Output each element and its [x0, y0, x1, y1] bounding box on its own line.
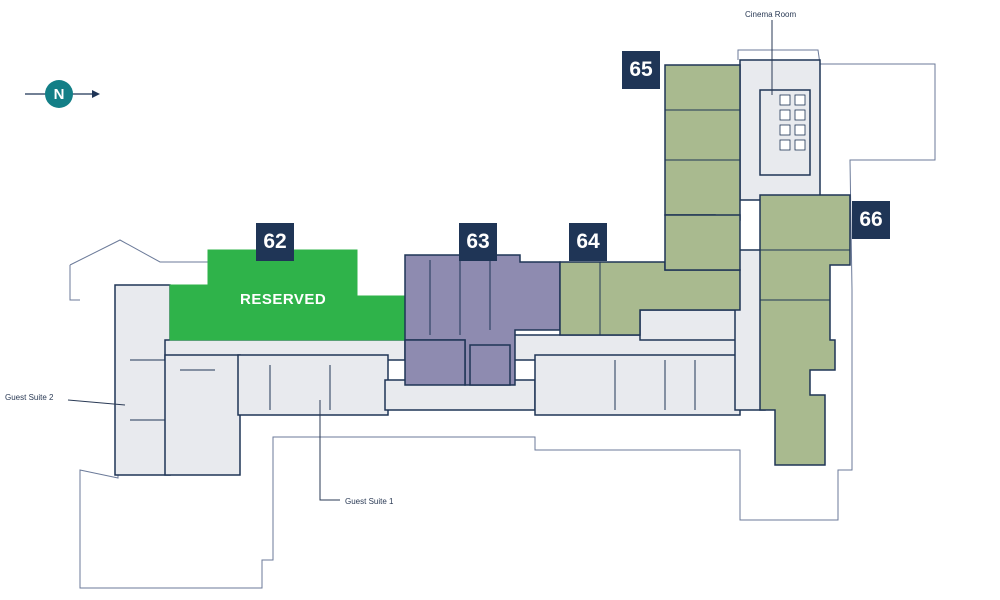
unit-66-label: 66 [859, 208, 883, 231]
unit-66-area[interactable] [759, 194, 851, 466]
callout-lines [67, 20, 773, 501]
reserved-label: RESERVED [240, 291, 327, 308]
cinema-seats [779, 94, 806, 151]
unit-65-badge[interactable]: 65 [622, 51, 660, 89]
unit-64-badge[interactable]: 64 [569, 223, 607, 261]
compass-letter: N [53, 85, 65, 103]
unit-64-label: 64 [576, 230, 600, 253]
interior-walls [130, 109, 850, 421]
unit-65-area[interactable] [664, 64, 741, 271]
cinema-room-callout: Cinema Room [745, 10, 797, 19]
unit-63-badge[interactable]: 63 [459, 223, 497, 261]
unit-63-area[interactable] [404, 254, 561, 386]
guest-suite-1-callout: Guest Suite 1 [345, 497, 394, 506]
guest-suite-2-callout: Guest Suite 2 [5, 393, 54, 402]
unit-62-badge[interactable]: 62 [256, 223, 294, 261]
unit-62-label: 62 [263, 230, 287, 253]
unit-65-label: 65 [629, 58, 653, 81]
unit-63-label: 63 [466, 230, 490, 253]
unit-62-area[interactable] [169, 249, 406, 341]
north-compass-badge: N [45, 80, 73, 108]
unit-66-badge[interactable]: 66 [852, 201, 890, 239]
